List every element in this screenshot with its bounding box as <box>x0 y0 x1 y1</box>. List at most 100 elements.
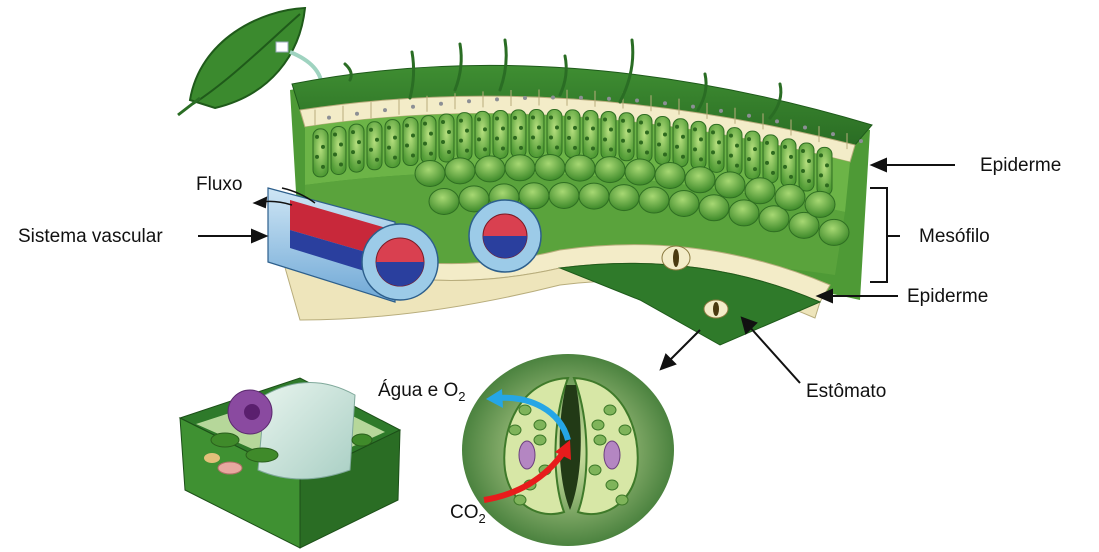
plant-cell-illustration <box>180 378 400 548</box>
chloroplast-dot <box>555 145 559 149</box>
chloroplast <box>589 465 601 475</box>
chloroplast-dot <box>477 137 481 141</box>
chloroplast-dot <box>801 169 805 173</box>
chloroplast-dot <box>501 126 505 130</box>
spongy-cell <box>505 155 535 181</box>
epidermis-nucleus <box>859 139 863 143</box>
spongy-cell <box>745 178 775 204</box>
chloroplast-dot <box>771 151 775 155</box>
label-co2: CO2 <box>450 502 486 525</box>
chloroplast-dot <box>765 161 769 165</box>
chloroplast-dot <box>351 150 355 154</box>
epidermis-nucleus <box>775 119 779 123</box>
chloroplast-dot <box>459 119 463 123</box>
chloroplast-dot <box>657 122 661 126</box>
chloroplast-dot <box>753 167 757 171</box>
epidermis-nucleus <box>383 108 387 112</box>
chloroplast-dot <box>369 128 373 132</box>
spongy-cell <box>579 183 609 209</box>
chloroplast <box>616 495 628 505</box>
epidermis-nucleus <box>327 116 331 120</box>
chloroplast-dot <box>519 126 523 130</box>
epidermis-nucleus <box>831 132 835 136</box>
chloroplast-dot <box>447 150 451 154</box>
chloroplast-dot <box>513 136 517 140</box>
chloroplast <box>509 425 521 435</box>
chloroplast-dot <box>627 149 631 153</box>
label-sistema-vascular: Sistema vascular <box>18 226 163 248</box>
label-agua-e-o2-subscript: 2 <box>458 389 465 404</box>
chloroplast <box>594 435 606 445</box>
chloroplast-dot <box>465 129 469 133</box>
chloroplast-dot <box>447 130 451 134</box>
chloroplast-dot <box>735 164 739 168</box>
chloroplast-dot <box>567 116 571 120</box>
chloroplast-dot <box>819 173 823 177</box>
spongy-cell <box>805 191 835 217</box>
spongy-cell <box>625 159 655 185</box>
chloroplast-dot <box>483 127 487 131</box>
chloroplast-dot <box>537 126 541 130</box>
label-agua-e-o2: Água e O2 <box>378 380 466 403</box>
chloroplast-dot <box>387 146 391 150</box>
chloroplast-dot <box>495 136 499 140</box>
spongy-cell <box>445 158 475 184</box>
chloroplast-dot <box>405 144 409 148</box>
chloroplast <box>534 435 546 445</box>
epidermis-nucleus <box>635 99 639 103</box>
spongy-cell <box>609 185 639 211</box>
chloroplast-dot <box>357 160 361 164</box>
chloroplast-dot <box>819 153 823 157</box>
chloroplast-dot <box>351 130 355 134</box>
chloroplast-dot <box>477 117 481 121</box>
chloroplast-dot <box>645 150 649 154</box>
epidermis-nucleus <box>551 95 555 99</box>
spongy-cell <box>549 182 579 208</box>
chloroplast-dot <box>393 156 397 160</box>
chloroplast-dot <box>621 119 625 123</box>
label-co2-text: CO <box>450 502 479 523</box>
epidermis-nucleus <box>467 99 471 103</box>
chloroplast-dot <box>807 179 811 183</box>
chloroplast-dot <box>429 152 433 156</box>
chloroplast-dot <box>825 163 829 167</box>
chloroplast-dot <box>357 140 361 144</box>
chloroplast-dot <box>783 165 787 169</box>
chloroplast-dot <box>807 159 811 163</box>
chloroplast-dot <box>585 116 589 120</box>
chloroplast-dot <box>627 129 631 133</box>
chloroplast-dot <box>639 140 643 144</box>
chloroplast-dot <box>825 183 829 187</box>
spongy-cell <box>715 172 745 198</box>
chloroplast-dot <box>321 165 325 169</box>
chloroplast-dot <box>501 146 505 150</box>
chloroplast-dot <box>375 138 379 142</box>
spongy-cell <box>429 188 459 214</box>
chloroplast-dot <box>693 147 697 151</box>
chloroplast-dot <box>801 149 805 153</box>
spongy-cell <box>655 162 685 188</box>
chloroplast-dot <box>441 120 445 124</box>
chloroplast <box>604 405 616 415</box>
chloroplast-dot <box>339 142 343 146</box>
spongy-cell <box>415 160 445 186</box>
chloroplast-dot <box>603 137 607 141</box>
chloroplast-dot <box>609 147 613 151</box>
chloroplast-dot <box>411 134 415 138</box>
stomata-closeup <box>462 354 674 546</box>
chloroplast-dot <box>531 136 535 140</box>
epidermis-nucleus <box>579 96 583 100</box>
chloroplast-dot <box>369 148 373 152</box>
chloroplast-dot <box>789 175 793 179</box>
chloroplast-dot <box>699 157 703 161</box>
chloroplast-dot <box>441 140 445 144</box>
chloroplast-dot <box>537 146 541 150</box>
chloroplast-dot <box>765 141 769 145</box>
chloroplast-dot <box>645 130 649 134</box>
chloroplast-dot <box>333 132 337 136</box>
chloroplast-dot <box>549 115 553 119</box>
spongy-cell <box>669 190 699 216</box>
epidermis-nucleus <box>803 126 807 130</box>
spongy-cell <box>639 187 669 213</box>
label-agua-e-o2-text: Água e O <box>378 380 458 401</box>
